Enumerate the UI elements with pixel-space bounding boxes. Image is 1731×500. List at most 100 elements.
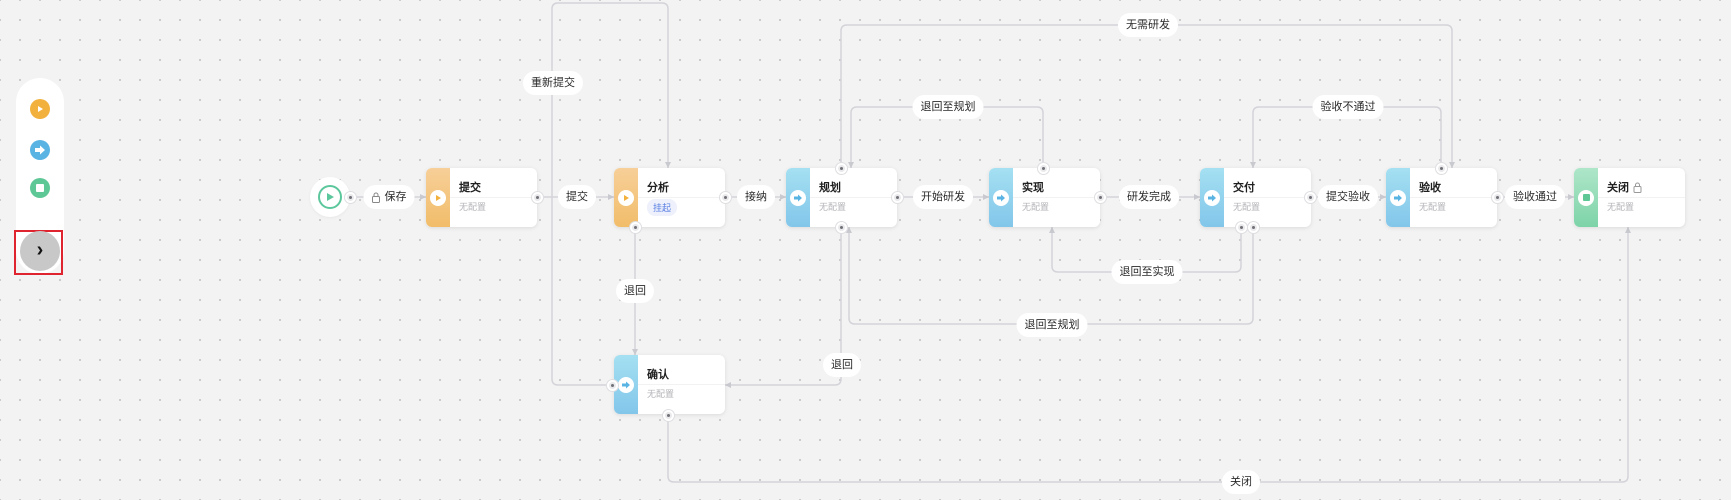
node-accept[interactable]: 验收 无配置 bbox=[1386, 168, 1497, 227]
node-submit[interactable]: 提交 无配置 bbox=[426, 168, 537, 227]
port[interactable] bbox=[1038, 163, 1049, 174]
edge-back-right bbox=[725, 227, 842, 386]
start-node[interactable] bbox=[310, 177, 350, 217]
edge-back-to-plan-bottom bbox=[848, 227, 1254, 325]
arrow-head bbox=[848, 162, 854, 168]
edge-label-text: 退回 bbox=[831, 359, 853, 371]
edge-label-back-to-impl[interactable]: 退回至实现 bbox=[1111, 260, 1183, 284]
edge-label-text: 提交 bbox=[566, 191, 588, 203]
edge-label-text: 验收通过 bbox=[1513, 191, 1557, 203]
arrow-head bbox=[1380, 194, 1386, 200]
node-close[interactable]: 关闭 无配置 bbox=[1574, 168, 1685, 227]
edge-label-text: 保存 bbox=[384, 191, 407, 203]
arrow-head bbox=[983, 194, 989, 200]
node-subtitle: 无配置 bbox=[459, 202, 487, 212]
edge-label-close[interactable]: 关闭 bbox=[1222, 470, 1260, 494]
edge-label-save[interactable]: 保存 bbox=[363, 185, 415, 209]
port[interactable] bbox=[532, 192, 543, 203]
end-state-icon bbox=[1578, 189, 1594, 206]
edge-close bbox=[667, 227, 1629, 483]
edge-label-text: 研发完成 bbox=[1127, 191, 1171, 203]
play-icon bbox=[318, 185, 342, 209]
port[interactable] bbox=[345, 192, 356, 203]
node-subtitle: 无配置 bbox=[1022, 202, 1050, 212]
arrow-head bbox=[632, 349, 638, 355]
port[interactable] bbox=[1305, 192, 1316, 203]
node-title: 关闭 bbox=[1607, 182, 1629, 194]
port[interactable] bbox=[630, 222, 641, 233]
edge-label-submit-accept[interactable]: 提交验收 bbox=[1318, 185, 1378, 209]
edge-label-accept-in[interactable]: 接纳 bbox=[737, 185, 775, 209]
arrow-head bbox=[420, 194, 426, 200]
node-confirm[interactable]: 确认 无配置 bbox=[614, 355, 725, 414]
process-state-icon bbox=[1390, 189, 1406, 206]
edge-resubmit bbox=[551, 2, 669, 386]
port[interactable] bbox=[1436, 163, 1447, 174]
node-subtitle: 无配置 bbox=[1607, 202, 1635, 212]
arrow-head bbox=[1568, 194, 1574, 200]
node-analyze[interactable]: 分析 挂起 bbox=[614, 168, 725, 227]
edge-label-text: 关闭 bbox=[1230, 476, 1252, 488]
node-subtitle: 无配置 bbox=[819, 202, 847, 212]
arrow-head bbox=[725, 382, 731, 388]
edge-label-submit[interactable]: 提交 bbox=[558, 185, 596, 209]
port[interactable] bbox=[1492, 192, 1503, 203]
port[interactable] bbox=[892, 192, 903, 203]
edge-label-back-to-plan-bottom[interactable]: 退回至规划 bbox=[1016, 313, 1088, 337]
arrow-head bbox=[1194, 194, 1200, 200]
node-title: 实现 bbox=[1022, 182, 1044, 194]
edge-label-resubmit[interactable]: 重新提交 bbox=[523, 71, 583, 95]
node-deliver[interactable]: 交付 无配置 bbox=[1200, 168, 1311, 227]
edge-label-back-right[interactable]: 退回 bbox=[823, 353, 861, 377]
node-implement[interactable]: 实现 无配置 bbox=[989, 168, 1100, 227]
port[interactable] bbox=[607, 380, 618, 391]
process-state-icon bbox=[1204, 189, 1220, 206]
arrow-head bbox=[1250, 162, 1256, 168]
expand-button[interactable]: › bbox=[20, 231, 60, 271]
end-state-icon[interactable] bbox=[30, 178, 50, 198]
process-state-icon bbox=[790, 189, 806, 206]
port[interactable] bbox=[836, 163, 847, 174]
port[interactable] bbox=[1095, 192, 1106, 203]
start-state-icon[interactable] bbox=[30, 99, 50, 119]
start-state-icon bbox=[430, 189, 446, 206]
edge-label-text: 验收不通过 bbox=[1320, 101, 1376, 113]
edge-label-text: 无需研发 bbox=[1126, 19, 1170, 31]
edge-label-text: 退回 bbox=[624, 285, 646, 297]
edge-label-dev-done[interactable]: 研发完成 bbox=[1119, 185, 1179, 209]
arrow-head bbox=[1049, 227, 1055, 233]
node-title: 交付 bbox=[1233, 182, 1255, 194]
edge-label-no-dev[interactable]: 无需研发 bbox=[1118, 13, 1178, 37]
edge-label-back-left[interactable]: 退回 bbox=[616, 279, 654, 303]
process-state-icon bbox=[993, 189, 1009, 206]
chevron-right-icon: › bbox=[36, 239, 44, 261]
node-subtitle: 无配置 bbox=[1233, 202, 1261, 212]
node-subtitle: 无配置 bbox=[1419, 202, 1447, 212]
port[interactable] bbox=[663, 410, 674, 421]
edge-label-text: 退回至规划 bbox=[1024, 319, 1080, 331]
edge-label-text: 重新提交 bbox=[531, 77, 575, 89]
arrow-head bbox=[780, 194, 786, 200]
edge-label-text: 接纳 bbox=[745, 191, 767, 203]
edge-label-back-to-plan-top[interactable]: 退回至规划 bbox=[912, 95, 984, 119]
lock-icon bbox=[372, 192, 380, 203]
lock-icon bbox=[1633, 182, 1642, 193]
arrow-head bbox=[608, 194, 614, 200]
edge-label-text: 退回至规划 bbox=[920, 101, 976, 113]
edge-label-accept-fail[interactable]: 验收不通过 bbox=[1312, 95, 1384, 119]
start-state-icon bbox=[618, 189, 634, 206]
port[interactable] bbox=[1248, 222, 1259, 233]
arrow-head bbox=[846, 227, 852, 233]
edge-label-start-dev[interactable]: 开始研发 bbox=[913, 185, 973, 209]
arrow-head bbox=[1625, 227, 1631, 233]
edge-label-accept-pass[interactable]: 验收通过 bbox=[1505, 185, 1565, 209]
node-plan[interactable]: 规划 无配置 bbox=[786, 168, 897, 227]
process-state-icon[interactable] bbox=[30, 140, 50, 160]
port[interactable] bbox=[836, 222, 847, 233]
port[interactable] bbox=[1236, 222, 1247, 233]
port[interactable] bbox=[720, 192, 731, 203]
node-title: 验收 bbox=[1419, 182, 1441, 194]
node-title: 规划 bbox=[819, 182, 841, 194]
edge-label-text: 退回至实现 bbox=[1119, 266, 1175, 278]
